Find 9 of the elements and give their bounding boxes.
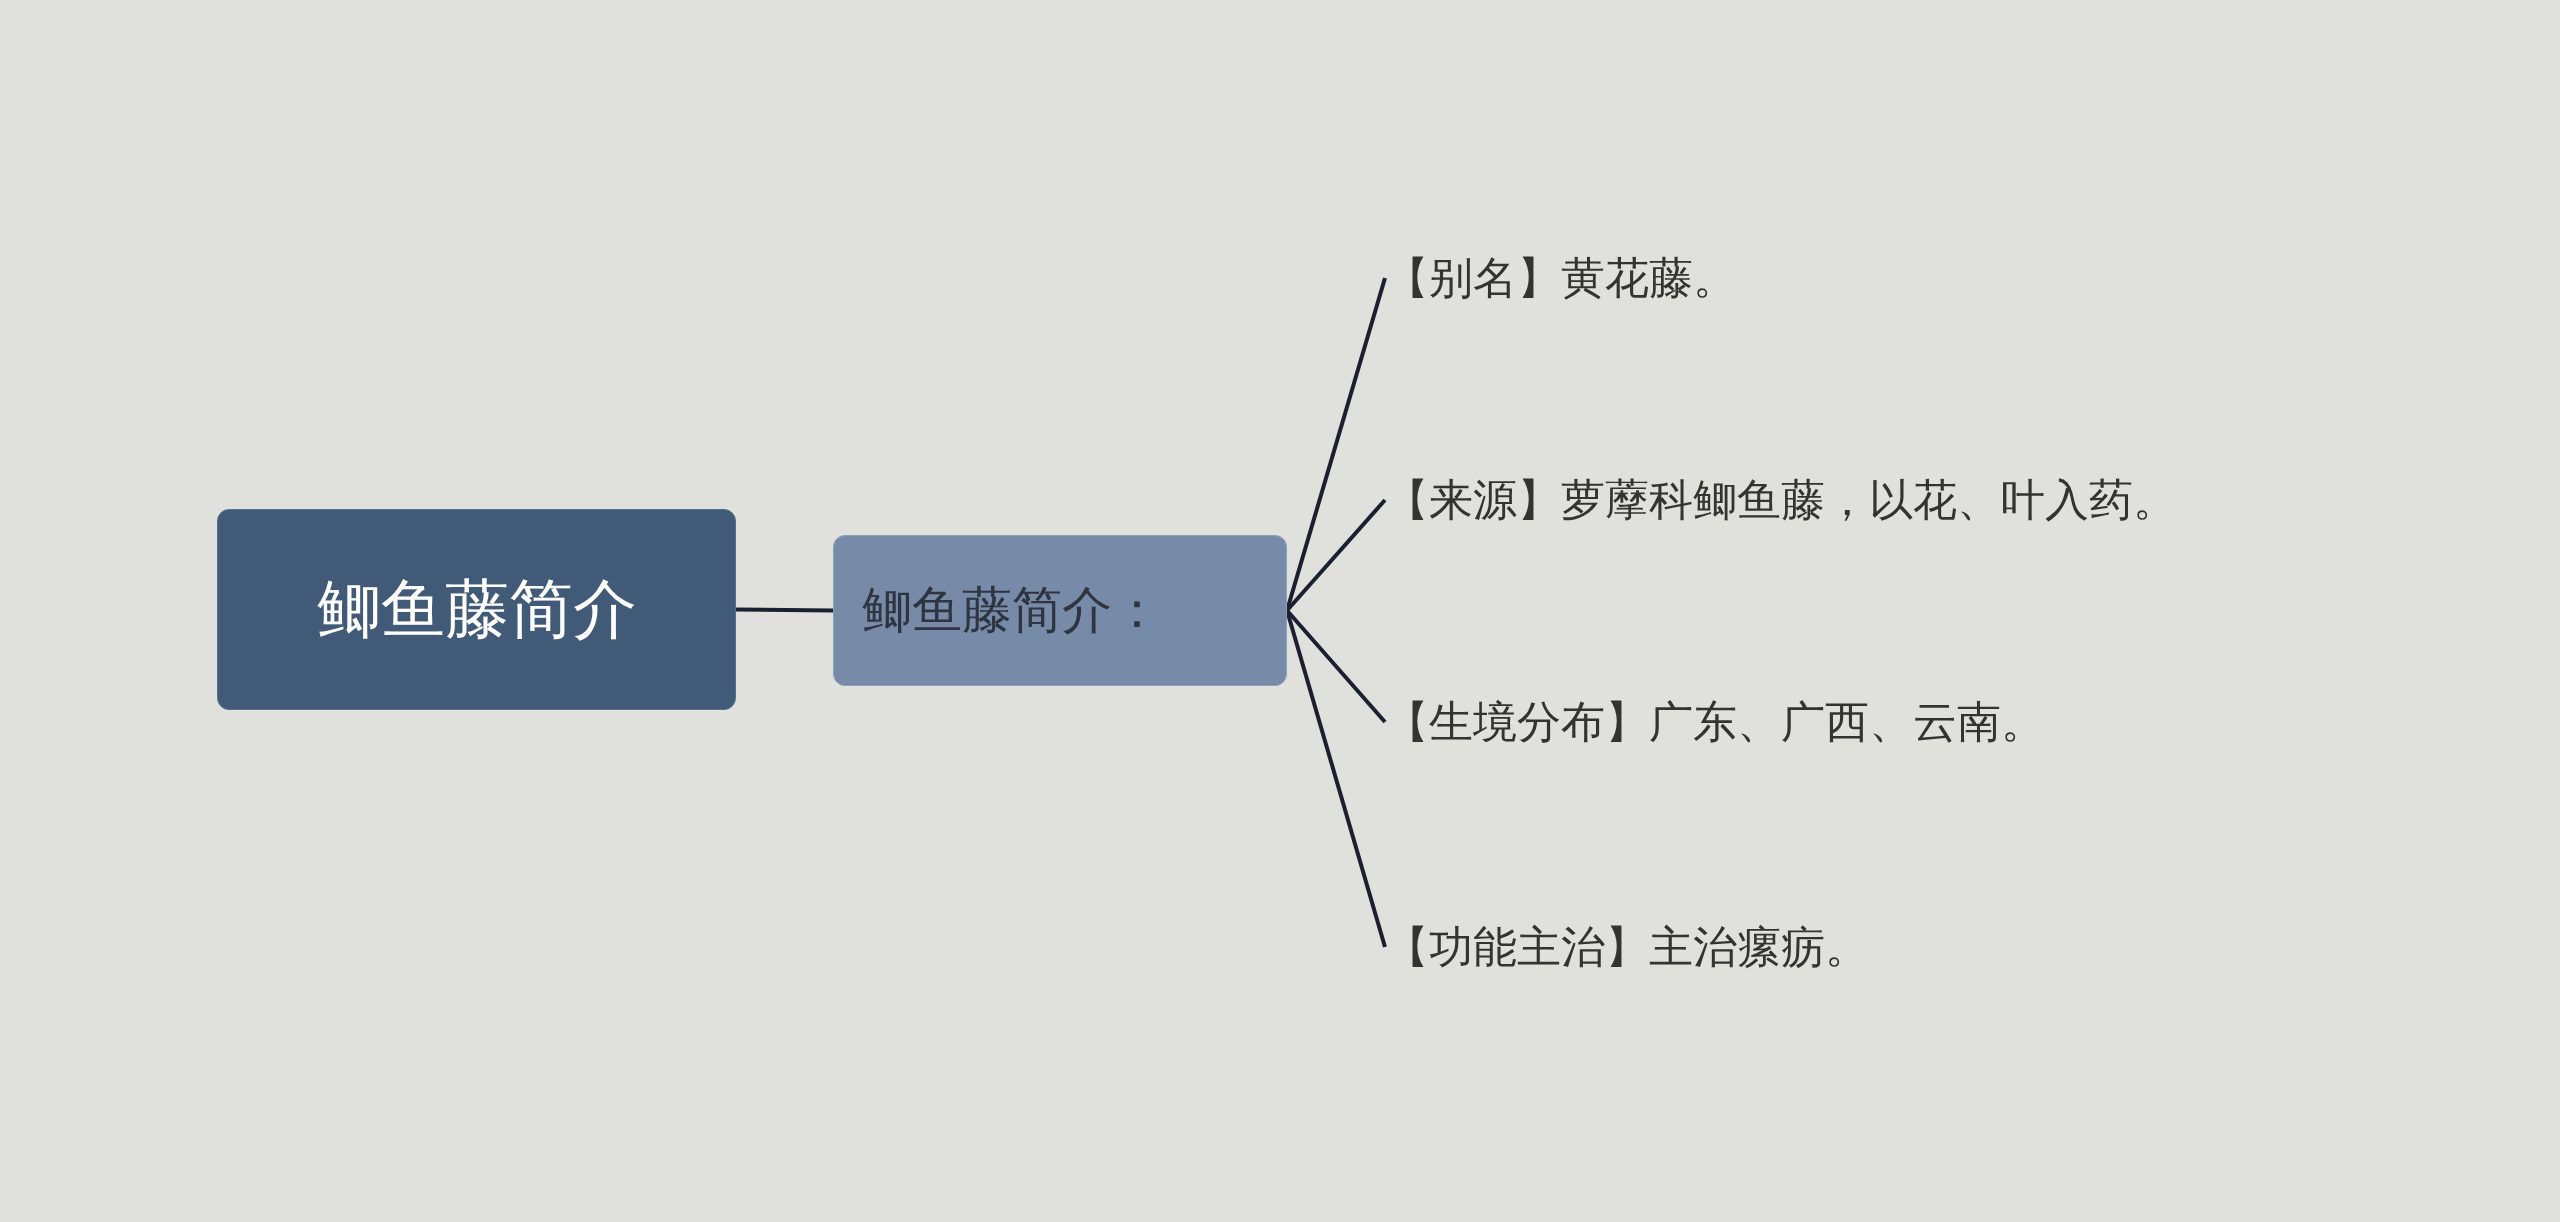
leaf-text: 【功能主治】主治瘰疬。 [1385,919,1869,974]
topic-label: 鲫鱼藤简介： [862,580,1162,641]
topic-box [217,509,736,710]
leaf-text: 【别名】黄花藤。 [1385,250,1737,305]
connector-line [735,607,834,613]
topic-label: 鲫鱼藤简介 [316,571,637,648]
leaf-text: 【来源】萝藦科鲫鱼藤，以花、叶入药。 [1385,472,2177,527]
leaf-text: 【生境分布】广东、广西、云南。 [1385,694,2045,749]
subtopic-box [833,535,1287,686]
